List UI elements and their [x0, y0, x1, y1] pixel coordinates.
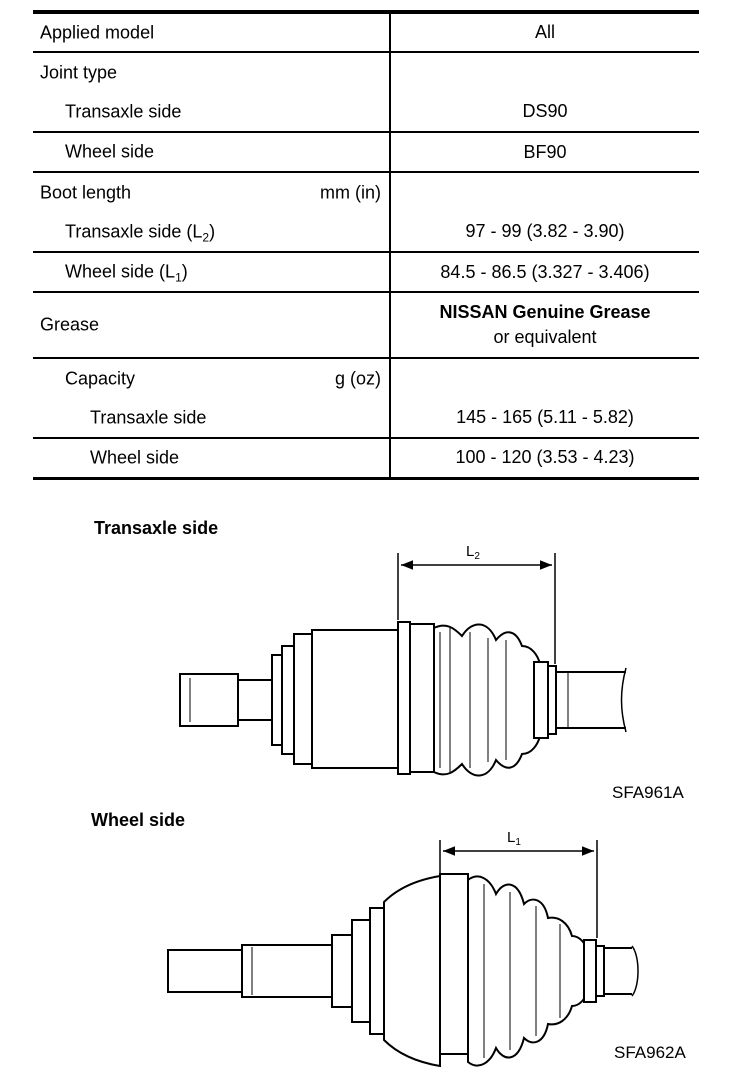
row-label: Wheel side [90, 447, 180, 468]
row-value: 100 - 120 (3.53 - 4.23) [455, 447, 635, 468]
row-boot-transaxle: Transaxle side (L2) 97 - 99 (3.82 - 3.90… [33, 212, 699, 252]
transaxle-joint-drawing [179, 621, 627, 777]
row-label: Grease [40, 314, 100, 335]
figure-code-transaxle: SFA961A [612, 783, 684, 802]
row-label: Transaxle side (L2) [65, 221, 216, 244]
row-applied-model: Applied model All [33, 12, 699, 52]
figure-title-transaxle: Transaxle side [94, 518, 219, 538]
row-capacity-wheel: Wheel side 100 - 120 (3.53 - 4.23) [33, 438, 699, 478]
row-boot-wheel: Wheel side (L1) 84.5 - 86.5 (3.327 - 3.4… [33, 252, 699, 292]
row-joint-type: Joint type [33, 52, 699, 92]
transaxle-dimension-line [397, 553, 556, 664]
row-joint-transaxle: Transaxle side DS90 [33, 92, 699, 132]
row-value: DS90 [522, 101, 568, 121]
row-capacity: Capacity g (oz) [33, 358, 699, 398]
row-label: Boot length [40, 182, 132, 202]
spec-table: Applied model All Joint type Transaxle s… [33, 10, 699, 480]
row-label: Wheel side (L1) [65, 261, 188, 285]
wheel-joint-drawing [167, 873, 639, 1068]
row-label: Transaxle side [65, 101, 182, 121]
row-unit: mm (in) [320, 182, 381, 202]
row-label: Capacity [65, 368, 136, 388]
row-boot-length: Boot length mm (in) [33, 172, 699, 212]
row-value: 84.5 - 86.5 (3.327 - 3.406) [440, 261, 650, 282]
row-value: All [534, 22, 555, 42]
dimension-label-l1: L1 [507, 829, 521, 848]
row-label: Transaxle side [90, 407, 207, 427]
figure-title-wheel: Wheel side [91, 810, 186, 830]
dimension-label-l2: L2 [466, 543, 480, 562]
row-label: Joint type [40, 62, 118, 82]
row-label: Applied model [40, 22, 155, 42]
row-value: BF90 [523, 141, 567, 162]
row-unit: g (oz) [334, 368, 381, 388]
row-label: Wheel side [65, 141, 155, 162]
row-capacity-transaxle: Transaxle side 145 - 165 (5.11 - 5.82) [33, 398, 699, 438]
row-joint-wheel: Wheel side BF90 [33, 132, 699, 172]
figure-code-wheel: SFA962A [614, 1043, 686, 1062]
wheel-dimension-line [439, 840, 598, 938]
row-value: 145 - 165 (5.11 - 5.82) [456, 407, 634, 427]
row-value: 97 - 99 (3.82 - 3.90) [465, 221, 625, 241]
